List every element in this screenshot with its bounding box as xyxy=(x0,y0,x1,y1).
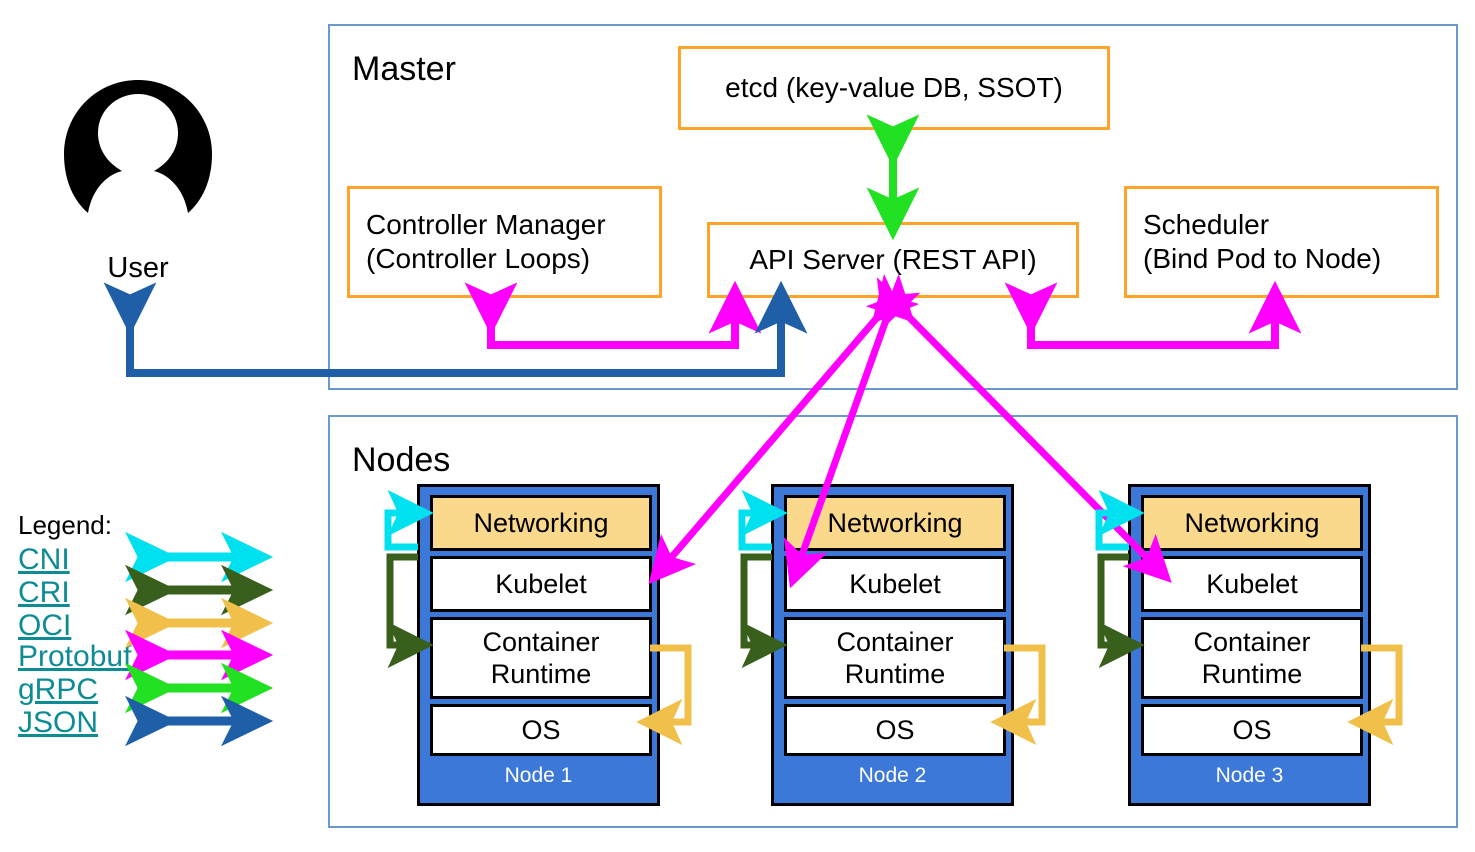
node-3-layer-kubelet[interactable]: Kubelet xyxy=(1141,556,1363,612)
node-2-layer-os[interactable]: OS xyxy=(784,704,1006,756)
component-api-server-label: API Server (REST API) xyxy=(749,244,1037,275)
node-1-name: Node 1 xyxy=(504,764,573,787)
component-controller-manager-label: Controller Manager (Controller Loops) xyxy=(366,209,606,274)
legend-item-grpc[interactable]: gRPC xyxy=(18,673,99,706)
node-3-name: Node 3 xyxy=(1215,764,1284,787)
component-controller-manager[interactable]: Controller Manager (Controller Loops) xyxy=(347,186,662,298)
node-3-layer-os[interactable]: OS xyxy=(1141,704,1363,756)
component-etcd[interactable]: etcd (key-value DB, SSOT) xyxy=(678,46,1110,130)
node-2-layer-networking-label: Networking xyxy=(827,508,963,538)
node-1-layer-container-runtime[interactable]: Container Runtime xyxy=(430,617,652,699)
node-3-layer-container-runtime[interactable]: Container Runtime xyxy=(1141,617,1363,699)
node-1-layer-os[interactable]: OS xyxy=(430,704,652,756)
node-1-layer-os-label: OS xyxy=(521,715,561,745)
component-etcd-label: etcd (key-value DB, SSOT) xyxy=(725,72,1063,103)
node-3-layer-os-label: OS xyxy=(1232,715,1272,745)
user-caption: User xyxy=(107,252,169,284)
node-2-name: Node 2 xyxy=(858,764,927,787)
legend-item-cni[interactable]: CNI xyxy=(18,543,70,576)
node-3-layer-container-runtime-label: Container Runtime xyxy=(1193,627,1311,689)
node-1-layer-container-runtime-label: Container Runtime xyxy=(482,627,600,689)
node-3-layer-networking-label: Networking xyxy=(1184,508,1320,538)
master-group-title: Master xyxy=(352,50,456,88)
node-card-2[interactable]: Networking Kubelet Container Runtime OS … xyxy=(771,484,1014,806)
component-scheduler-label: Scheduler (Bind Pod to Node) xyxy=(1143,209,1382,274)
node-2-layer-container-runtime[interactable]: Container Runtime xyxy=(784,617,1006,699)
node-1-layer-networking[interactable]: Networking xyxy=(430,495,652,551)
node-2-layer-os-label: OS xyxy=(875,715,915,745)
node-2-layer-container-runtime-label: Container Runtime xyxy=(836,627,954,689)
component-api-server[interactable]: API Server (REST API) xyxy=(707,222,1079,298)
node-1-layer-kubelet-label: Kubelet xyxy=(495,569,587,599)
node-2-layer-kubelet-label: Kubelet xyxy=(849,569,941,599)
legend-item-json[interactable]: JSON xyxy=(18,706,99,739)
nodes-group-title: Nodes xyxy=(352,441,451,479)
node-3-layer-networking[interactable]: Networking xyxy=(1141,495,1363,551)
component-scheduler[interactable]: Scheduler (Bind Pod to Node) xyxy=(1124,186,1439,298)
node-3-layer-kubelet-label: Kubelet xyxy=(1206,569,1298,599)
legend-title: Legend: xyxy=(18,510,112,540)
node-1-layer-kubelet[interactable]: Kubelet xyxy=(430,556,652,612)
user-avatar-icon xyxy=(64,80,212,213)
node-2-layer-kubelet[interactable]: Kubelet xyxy=(784,556,1006,612)
legend-item-oci[interactable]: OCI xyxy=(18,609,72,642)
node-2-layer-networking[interactable]: Networking xyxy=(784,495,1006,551)
legend-item-cri[interactable]: CRI xyxy=(18,576,70,609)
node-card-1[interactable]: Networking Kubelet Container Runtime OS … xyxy=(417,484,660,806)
legend-item-protobuf[interactable]: Protobuf xyxy=(18,640,132,673)
node-1-layer-networking-label: Networking xyxy=(473,508,609,538)
node-card-3[interactable]: Networking Kubelet Container Runtime OS … xyxy=(1128,484,1371,806)
